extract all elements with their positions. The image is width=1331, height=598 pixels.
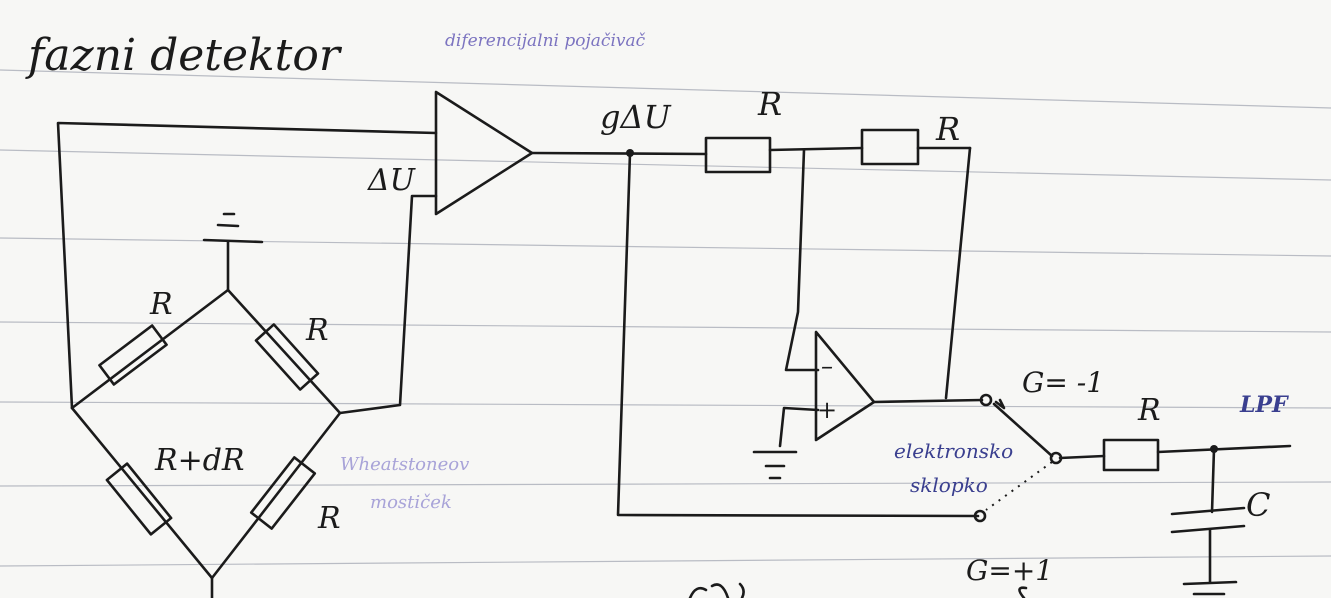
opamp-minus-label: – xyxy=(821,352,833,380)
bridge-arm-top-right xyxy=(226,288,342,415)
resistor-bridge-top-right xyxy=(254,323,320,391)
wire-bypass xyxy=(616,151,980,518)
bridge-arm-bottom-right xyxy=(210,411,342,580)
resistor-lpf xyxy=(1102,438,1160,472)
resistor-top-1 xyxy=(704,136,772,174)
bridge-tr-resistor-label: R xyxy=(305,313,329,348)
switch-label-line2: sklopko xyxy=(910,473,988,497)
capacitor-label: C xyxy=(1246,486,1270,524)
bridge-name-line2: mostiček xyxy=(370,492,452,513)
wire-amp-output xyxy=(530,151,708,156)
bridge-br-resistor-label: R xyxy=(317,501,341,536)
bridge-arm-top-left xyxy=(70,288,230,410)
switch-arm-alternate xyxy=(985,461,1053,511)
switch-contact-top xyxy=(979,393,993,407)
bridge-tl-resistor-label: R xyxy=(149,287,173,322)
wire-feedback xyxy=(944,146,972,400)
resistor-top-2 xyxy=(860,128,920,166)
ground-icon xyxy=(202,238,264,244)
capacitor-icon xyxy=(1170,506,1246,516)
switch-contact-bottom xyxy=(973,509,987,523)
lpf-label: LPF xyxy=(1239,392,1289,418)
ruled-lines xyxy=(0,69,1331,567)
wire-minus-input xyxy=(784,148,820,372)
diff-amp-label: diferencijalni pojačivač xyxy=(445,31,646,51)
wire-bridge-left-to-amp xyxy=(56,121,438,410)
lpf-ground-icon xyxy=(1182,580,1238,586)
resistor-lpf-label: R xyxy=(1137,393,1161,428)
bridge-name-line1: Wheatstoneov xyxy=(340,454,469,475)
gain-neg-label: G= -1 xyxy=(1022,366,1104,399)
wire-lpf-output xyxy=(1156,444,1292,454)
resistor-bridge-top-left xyxy=(98,324,168,386)
cut-off-text-fragment xyxy=(688,582,745,598)
wire-cap-top xyxy=(1210,447,1216,514)
cut-off-text-fragment xyxy=(1018,586,1028,598)
wire-switch-to-lpf xyxy=(1058,454,1106,460)
switch-label-line1: elektronsko xyxy=(894,439,1013,463)
delta-u-label: ΔU xyxy=(367,163,417,198)
resistor-bridge-bottom-left xyxy=(105,462,173,536)
bridge-bl-resistor-label: R+dR xyxy=(154,443,245,478)
diff-amplifier-icon xyxy=(434,90,534,216)
resistor-top-2-label: R xyxy=(935,110,960,148)
gain-pos-label: G=+1 xyxy=(966,554,1053,587)
wire-plus-to-ground xyxy=(778,406,820,448)
opamp-plus-label: + xyxy=(817,396,837,424)
wire-between-resistors xyxy=(768,146,864,152)
switch-arm xyxy=(992,402,1054,458)
wheatstone-bridge xyxy=(56,121,438,598)
wire-bridge-right-to-amp xyxy=(338,194,438,415)
wire-opamp-output xyxy=(872,398,984,404)
page-title: fazni detektor xyxy=(25,30,343,81)
bridge-arm-bottom-left xyxy=(70,406,214,580)
resistor-bridge-bottom-right xyxy=(249,456,317,530)
opamp-icon xyxy=(814,330,876,442)
resistor-top-1-label: R xyxy=(757,85,782,123)
switch-arrow-icon xyxy=(994,398,1006,410)
capacitor-icon-plate xyxy=(1170,524,1246,534)
ground-icon-bar xyxy=(216,223,240,228)
g-delta-u-label: gΔU xyxy=(600,98,672,136)
